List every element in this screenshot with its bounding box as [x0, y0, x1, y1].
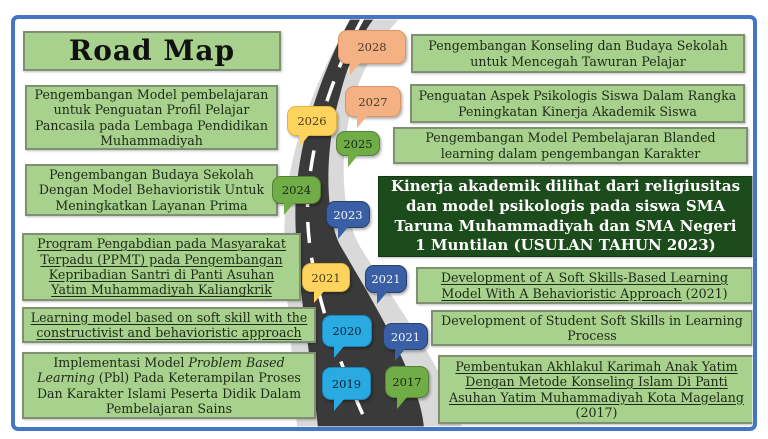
right-box-student-soft-skills: Development of Student Soft Skills in Le…: [431, 310, 753, 346]
year-callout-2017: 2017: [385, 366, 429, 409]
year-callout-2019: 2019: [322, 367, 371, 411]
right-box-6-main: Pembentukan Akhlakul Karimah Anak Yatim …: [449, 358, 744, 405]
right-box-blanded-learning: Pengembangan Model Pembelajaran Blanded …: [393, 127, 748, 164]
right-box-4-suffix: (2021): [681, 285, 728, 301]
right-box-6-text: Pembentukan Akhlakul Karimah Anak Yatim …: [446, 359, 747, 420]
year-label: 2020: [332, 324, 362, 338]
left-box-pelajar-pancasila: Pengembangan Model pembelajaran untuk Pe…: [25, 85, 278, 150]
left-box-3-text: Program Pengabdian pada Masyarakat Terpa…: [37, 236, 286, 298]
year-label: 2021: [390, 329, 421, 344]
left-box-5-text: Implementasi Model Problem Based Learnin…: [30, 355, 308, 416]
right-box-soft-skills-model: Development of A Soft Skills-Based Learn…: [416, 267, 753, 304]
year-label: 2021: [371, 272, 401, 286]
page-title: Road Map: [68, 33, 236, 67]
year-callout-2023: 2023: [326, 201, 370, 239]
year-label: 2021: [311, 270, 341, 285]
year-callout-2028: 2028: [338, 30, 406, 75]
year-label: 2027: [358, 94, 388, 109]
left-box-ppmt: Program Pengabdian pada Masyarakat Terpa…: [22, 233, 301, 301]
left-box-2-text: Pengembangan Budaya Sekolah Dengan Model…: [38, 166, 265, 213]
title-box: Road Map: [23, 31, 281, 71]
year-label: 2026: [297, 114, 327, 128]
right-box-psikologis: Penguatan Aspek Psikologis Siswa Dalam R…: [410, 84, 745, 123]
right-box-1-text: Pengembangan Konseling dan Budaya Sekola…: [428, 38, 728, 69]
year-callout-2025: 2025: [336, 131, 380, 167]
left-box-pbl: Implementasi Model Problem Based Learnin…: [22, 352, 316, 419]
left-box-learning-model: Learning model based on soft skill with …: [22, 307, 316, 343]
right-box-konseling: Pengembangan Konseling dan Budaya Sekola…: [411, 34, 745, 73]
year-label: 2017: [392, 375, 422, 389]
left-box-1-text: Pengembangan Model pembelajaran untuk Pe…: [34, 86, 269, 148]
year-label: 2024: [281, 183, 312, 197]
right-box-akhlakul-karimah: Pembentukan Akhlakul Karimah Anak Yatim …: [438, 355, 755, 424]
right-box-4-main: Development of A Soft Skills-Based Learn…: [440, 270, 729, 301]
left-box-5-italic: Problem Based Learning: [37, 354, 285, 386]
year-label: 2025: [343, 136, 373, 151]
year-callout-2021-yellow: 2021: [302, 263, 350, 303]
left-box-budaya-sekolah: Pengembangan Budaya Sekolah Dengan Model…: [25, 164, 278, 216]
right-box-5-text: Development of Student Soft Skills in Le…: [441, 312, 743, 343]
left-box-5-suffix: (Pbl) Pada Keterampilan Proses Dan Karak…: [36, 370, 302, 416]
year-callout-2026: 2026: [287, 106, 337, 147]
year-callout-2027: 2027: [345, 86, 401, 128]
right-box-4-text: Development of A Soft Skills-Based Learn…: [424, 270, 745, 301]
right-box-6-suffix: (2017): [575, 404, 618, 420]
year-label: 2019: [331, 376, 362, 391]
left-box-5-prefix: Implementasi Model: [53, 354, 189, 370]
right-box-3-text: Pengembangan Model Pembelajaran Blanded …: [425, 130, 716, 161]
year-callout-2021-blue-upper: 2021: [365, 265, 407, 304]
year-callout-2021-blue-lower: 2021: [383, 323, 428, 361]
center-box-usulan-2023: Kinerja akademik dilihat dari religiusit…: [378, 176, 753, 257]
right-box-2-text: Penguatan Aspek Psikologis Siswa Dalam R…: [418, 88, 737, 119]
center-box-text: Kinerja akademik dilihat dari religiusit…: [390, 176, 741, 255]
year-callout-2024: 2024: [272, 176, 321, 215]
year-label: 2023: [333, 207, 363, 222]
left-box-4-text: Learning model based on soft skill with …: [30, 309, 308, 340]
year-label: 2028: [357, 40, 387, 54]
year-callout-2020: 2020: [322, 315, 372, 358]
